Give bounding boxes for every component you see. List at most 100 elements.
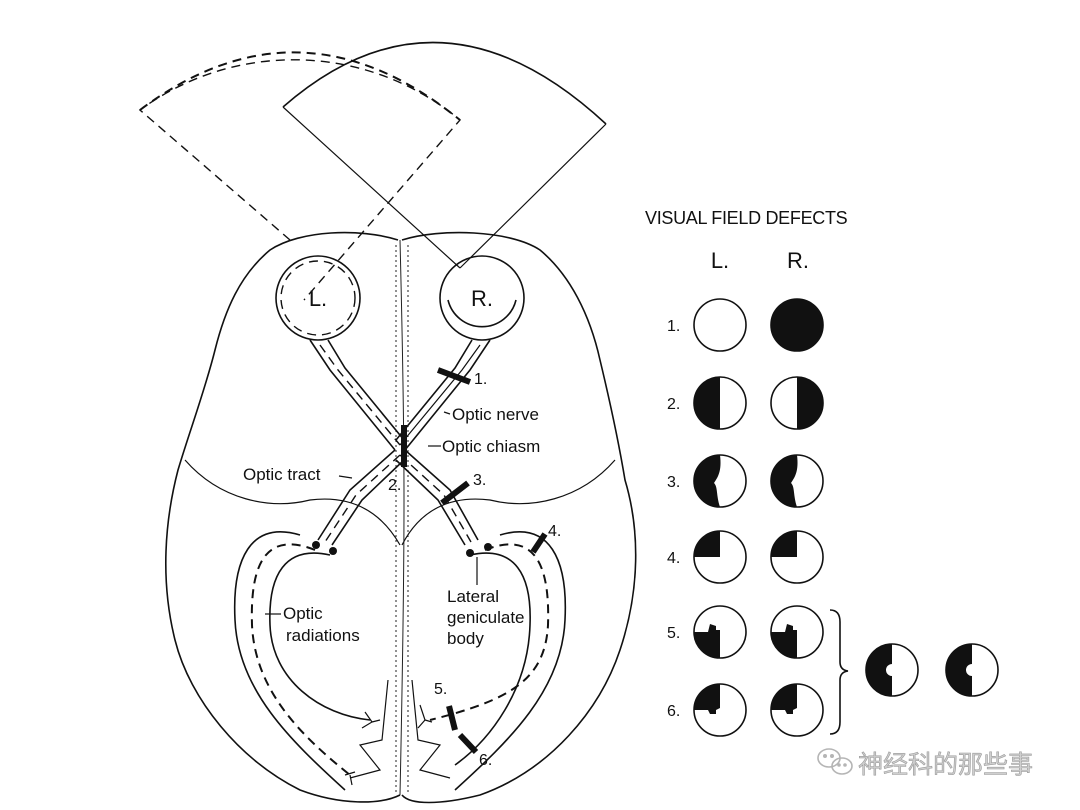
defect-4-right-field bbox=[770, 530, 824, 584]
left-field-arc bbox=[139, 51, 461, 121]
label-lgb-1: Lateral bbox=[447, 587, 499, 606]
combined-left-field-defect-region bbox=[866, 644, 892, 696]
defect-6-left-field-defect-region bbox=[694, 684, 720, 714]
defect-4-right-field-defect-region bbox=[771, 531, 797, 557]
right-temporal-boundary bbox=[401, 459, 616, 546]
defect-5-left-field bbox=[693, 605, 747, 659]
defect-6-right-field-defect-region bbox=[771, 684, 797, 714]
optic-tract-leader bbox=[338, 475, 353, 479]
occipital-outline-right bbox=[411, 679, 451, 779]
right-eye: R. bbox=[439, 255, 525, 341]
lateral-geniculate-bodies bbox=[312, 541, 492, 557]
defect-4-left-field bbox=[693, 530, 747, 584]
left-eyeball bbox=[275, 255, 361, 341]
label-optic-radiations-1: Optic bbox=[283, 604, 323, 623]
right-radiation-inner bbox=[454, 552, 531, 766]
visual-field-defects-panel: VISUAL FIELD DEFECTS L. R. 1.2.3.4.5.6. bbox=[645, 208, 999, 737]
right-optic-nerve bbox=[395, 339, 473, 441]
watermark: 神经科的那些事 bbox=[817, 748, 1033, 779]
right-hemisphere bbox=[401, 231, 637, 804]
combined-right-field bbox=[945, 643, 999, 697]
label-optic-chiasm: Optic chiasm bbox=[442, 437, 540, 456]
optic-radiations bbox=[233, 531, 567, 791]
right-optic-nerve-fibers bbox=[399, 344, 481, 446]
combined-right-field-defect-region bbox=[946, 644, 972, 696]
left-eye-visual-field bbox=[138, 59, 461, 301]
defect-2-right-field-defect-region bbox=[797, 377, 823, 429]
defect-1-right-field bbox=[770, 298, 824, 352]
defect-3-left-field bbox=[693, 454, 747, 508]
defect-6-right-field bbox=[770, 683, 824, 737]
left-optic-nerve-edge bbox=[327, 339, 405, 441]
column-header-left: L. bbox=[711, 248, 729, 273]
column-header-right: R. bbox=[787, 248, 809, 273]
defect-row-number: 3. bbox=[667, 474, 680, 491]
left-radiation-fibers bbox=[250, 543, 351, 776]
right-radiation-fibers bbox=[429, 543, 550, 721]
defect-1-left-field-outline bbox=[693, 298, 747, 352]
defect-3-left-field-defect-region bbox=[694, 455, 721, 507]
right-lgb-dot bbox=[466, 549, 474, 557]
left-radiation-end-2 bbox=[344, 771, 356, 786]
anatomy-labels: Optic nerve Optic chiasm Optic tract Opt… bbox=[243, 405, 540, 648]
lesion-bar-4 bbox=[530, 532, 548, 554]
defect-1-left-field bbox=[693, 298, 747, 352]
left-retina bbox=[280, 260, 356, 336]
lesion-bar-6 bbox=[457, 732, 479, 755]
wechat-icon bbox=[817, 748, 853, 775]
label-optic-nerve: Optic nerve bbox=[452, 405, 539, 424]
lesion-label-5: 5. bbox=[434, 681, 447, 698]
right-optic-tract-fibers bbox=[399, 454, 472, 543]
right-eye-visual-field bbox=[282, 106, 607, 269]
left-radiation-outer bbox=[233, 531, 346, 791]
lesion-bar-3 bbox=[440, 480, 470, 506]
lesion-label-4: 4. bbox=[548, 523, 561, 540]
brace-5-6 bbox=[829, 609, 849, 735]
defect-5-right-field bbox=[770, 605, 824, 659]
lesion-bar-1 bbox=[436, 367, 472, 385]
combined-defects bbox=[865, 643, 999, 697]
right-optic-tract bbox=[404, 449, 479, 541]
left-radiation-end bbox=[361, 711, 381, 729]
optic-nerve-leader bbox=[443, 411, 451, 415]
defect-6-left-field bbox=[693, 683, 747, 737]
left-optic-nerve-fibers bbox=[319, 344, 401, 446]
right-optic-tract-edge bbox=[395, 459, 466, 546]
label-optic-tract: Optic tract bbox=[243, 465, 321, 484]
left-lgb-dot-2 bbox=[329, 547, 337, 555]
defect-3-right-field bbox=[770, 454, 824, 508]
label-lgb-3: body bbox=[447, 629, 484, 648]
right-field-arc bbox=[282, 41, 607, 125]
right-optic-nerve-edge bbox=[404, 339, 491, 451]
defect-5-left-field-defect-region bbox=[694, 624, 720, 658]
optic-pathway bbox=[309, 339, 491, 546]
label-lgb-2: geniculate bbox=[447, 608, 525, 627]
left-eye-label: L. bbox=[309, 286, 327, 311]
defect-row-number: 5. bbox=[667, 625, 680, 642]
watermark-text: 神经科的那些事 bbox=[858, 750, 1033, 779]
longitudinal-fissure bbox=[399, 239, 405, 796]
visual-fields bbox=[138, 41, 607, 301]
right-eyeball bbox=[439, 255, 525, 341]
defect-4-left-field-defect-region bbox=[694, 531, 720, 557]
defect-2-right-field bbox=[770, 376, 824, 430]
panel-title: VISUAL FIELD DEFECTS bbox=[645, 208, 848, 228]
fissure-hatch bbox=[395, 245, 409, 795]
left-temporal-boundary bbox=[184, 459, 401, 546]
right-retina bbox=[447, 299, 517, 328]
left-lgb-dot bbox=[312, 541, 320, 549]
defect-3-right-field-defect-region bbox=[771, 455, 798, 507]
left-hemisphere bbox=[164, 231, 401, 803]
defect-row-number: 4. bbox=[667, 550, 680, 567]
defect-row-number: 2. bbox=[667, 396, 680, 413]
right-eye-label: R. bbox=[471, 286, 493, 311]
left-eye: L. bbox=[275, 255, 361, 341]
label-optic-radiations-2: radiations bbox=[286, 626, 360, 645]
defect-5-right-field-defect-region bbox=[771, 624, 797, 658]
lesion-label-1: 1. bbox=[474, 371, 487, 388]
left-optic-tract-edge bbox=[331, 459, 405, 546]
defect-rows: 1.2.3.4.5.6. bbox=[667, 298, 824, 737]
defect-1-right-field-defect-region bbox=[771, 299, 823, 351]
combined-left-field bbox=[865, 643, 919, 697]
